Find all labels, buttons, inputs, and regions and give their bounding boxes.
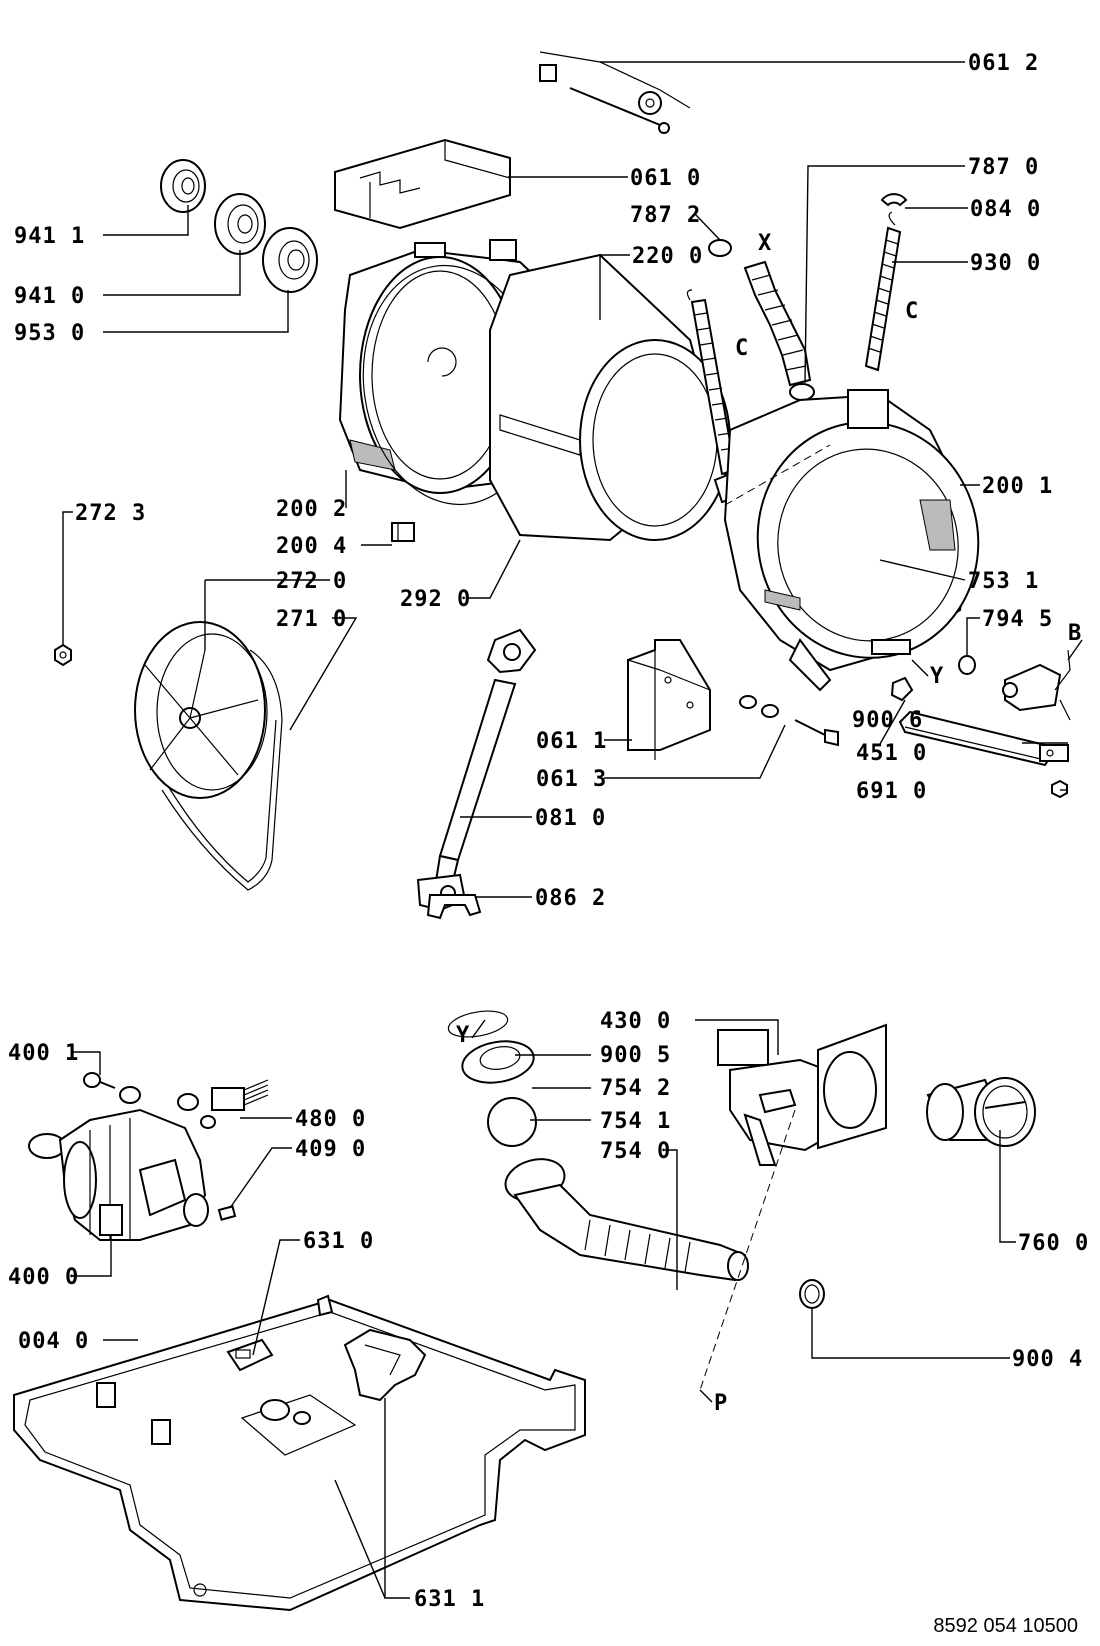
label-480-0: 480 0 — [295, 1107, 366, 1132]
label-c-left: C — [735, 336, 749, 361]
document-number: 8592 054 10500 — [933, 1615, 1078, 1637]
part-430-0-pump — [717, 1023, 887, 1166]
label-753-1: 753 1 — [968, 569, 1039, 594]
label-c-right: C — [905, 299, 919, 324]
part-200-1-front-tub — [723, 389, 980, 692]
label-200-2: 200 2 — [276, 497, 347, 522]
part-409-0-brush — [217, 1205, 237, 1221]
label-084-0: 084 0 — [970, 197, 1041, 222]
part-787-0-bellows-hose — [743, 260, 815, 401]
part-941-1-bearing — [160, 159, 206, 213]
part-400-0-motor — [28, 1086, 216, 1241]
label-941-0: 941 0 — [14, 284, 85, 309]
part-400-1-bolt — [83, 1072, 116, 1089]
part-754-2-seal — [461, 1040, 535, 1084]
label-061-2: 061 2 — [968, 51, 1039, 76]
part-930-0-spring — [864, 211, 902, 372]
leader-lines — [62, 61, 1083, 1599]
part-061-1-bracket — [627, 639, 711, 760]
label-061-1: 061 1 — [536, 729, 607, 754]
label-004-0: 004 0 — [18, 1329, 89, 1354]
part-086-2-mount-clip — [426, 894, 482, 920]
part-480-0-connector — [211, 1079, 269, 1111]
label-754-1: 754 1 — [600, 1109, 671, 1134]
label-787-2: 787 2 — [630, 203, 701, 228]
label-451-0: 451 0 — [856, 741, 927, 766]
part-451-0-heater — [898, 710, 1069, 767]
part-631-1-pressure-switch — [240, 1328, 427, 1456]
part-900-6-clip — [890, 676, 914, 702]
part-061-2 — [539, 51, 691, 134]
part-941-0-bearing — [214, 193, 266, 255]
part-220-0-drum — [489, 253, 731, 542]
label-900-5: 900 5 — [600, 1043, 671, 1068]
label-787-0: 787 0 — [968, 155, 1039, 180]
label-271-0: 271 0 — [276, 607, 347, 632]
label-b: B — [1068, 621, 1082, 646]
part-760-0-filter — [926, 1077, 1036, 1147]
part-081-0-shock-absorber — [416, 628, 537, 912]
label-691-0: 691 0 — [856, 779, 927, 804]
label-754-0: 754 0 — [600, 1139, 671, 1164]
part-754-1-ball — [487, 1097, 537, 1147]
label-x: X — [758, 231, 772, 256]
part-b-thermostat — [1002, 649, 1071, 721]
label-631-0: 631 0 — [303, 1229, 374, 1254]
label-930-0: 930 0 — [970, 251, 1041, 276]
label-200-1: 200 1 — [982, 474, 1053, 499]
label-794-5: 794 5 — [982, 607, 1053, 632]
part-754-0-hose — [504, 1158, 749, 1282]
label-081-0: 081 0 — [535, 806, 606, 831]
label-754-2: 754 2 — [600, 1076, 671, 1101]
label-272-3: 272 3 — [75, 501, 146, 526]
label-061-0: 061 0 — [630, 166, 701, 191]
label-900-6: 900 6 — [852, 708, 923, 733]
part-631-0-switch — [226, 1338, 274, 1372]
label-086-2: 086 2 — [535, 886, 606, 911]
label-061-3: 061 3 — [536, 767, 607, 792]
label-400-1: 400 1 — [8, 1041, 79, 1066]
label-y-lower: Y — [456, 1023, 470, 1048]
part-061-0 — [334, 138, 511, 230]
part-272-0-pulley — [134, 621, 268, 799]
label-400-0: 400 0 — [8, 1265, 79, 1290]
label-220-0: 220 0 — [632, 244, 703, 269]
part-794-5-cap — [958, 655, 976, 675]
part-953-0-seal — [262, 227, 318, 293]
label-631-1: 631 1 — [414, 1587, 485, 1612]
part-900-5-ring — [447, 1010, 509, 1038]
label-430-0: 430 0 — [600, 1009, 671, 1034]
part-900-4-clamp — [799, 1279, 825, 1309]
part-271-0-belt — [161, 649, 283, 891]
label-p: P — [714, 1391, 728, 1416]
part-084-0-clamp — [880, 193, 908, 207]
part-272-3-nut — [54, 643, 72, 667]
label-200-4: 200 4 — [276, 534, 347, 559]
part-061-3-bolt-set — [739, 695, 839, 747]
part-200-4-clip — [391, 522, 415, 542]
part-labels: 061 2 061 0 787 0 941 1 787 2 084 0 X 22… — [8, 51, 1089, 1612]
label-292-0: 292 0 — [400, 587, 471, 612]
label-y-upper: Y — [930, 664, 944, 689]
label-900-4: 900 4 — [1012, 1347, 1083, 1372]
label-953-0: 953 0 — [14, 321, 85, 346]
label-941-1: 941 1 — [14, 224, 85, 249]
part-691-0-nut — [1051, 779, 1068, 799]
label-760-0: 760 0 — [1018, 1231, 1089, 1256]
part-004-0-base — [13, 1294, 586, 1612]
label-272-0: 272 0 — [276, 569, 347, 594]
part-787-2-clip — [708, 239, 732, 257]
label-409-0: 409 0 — [295, 1137, 366, 1162]
